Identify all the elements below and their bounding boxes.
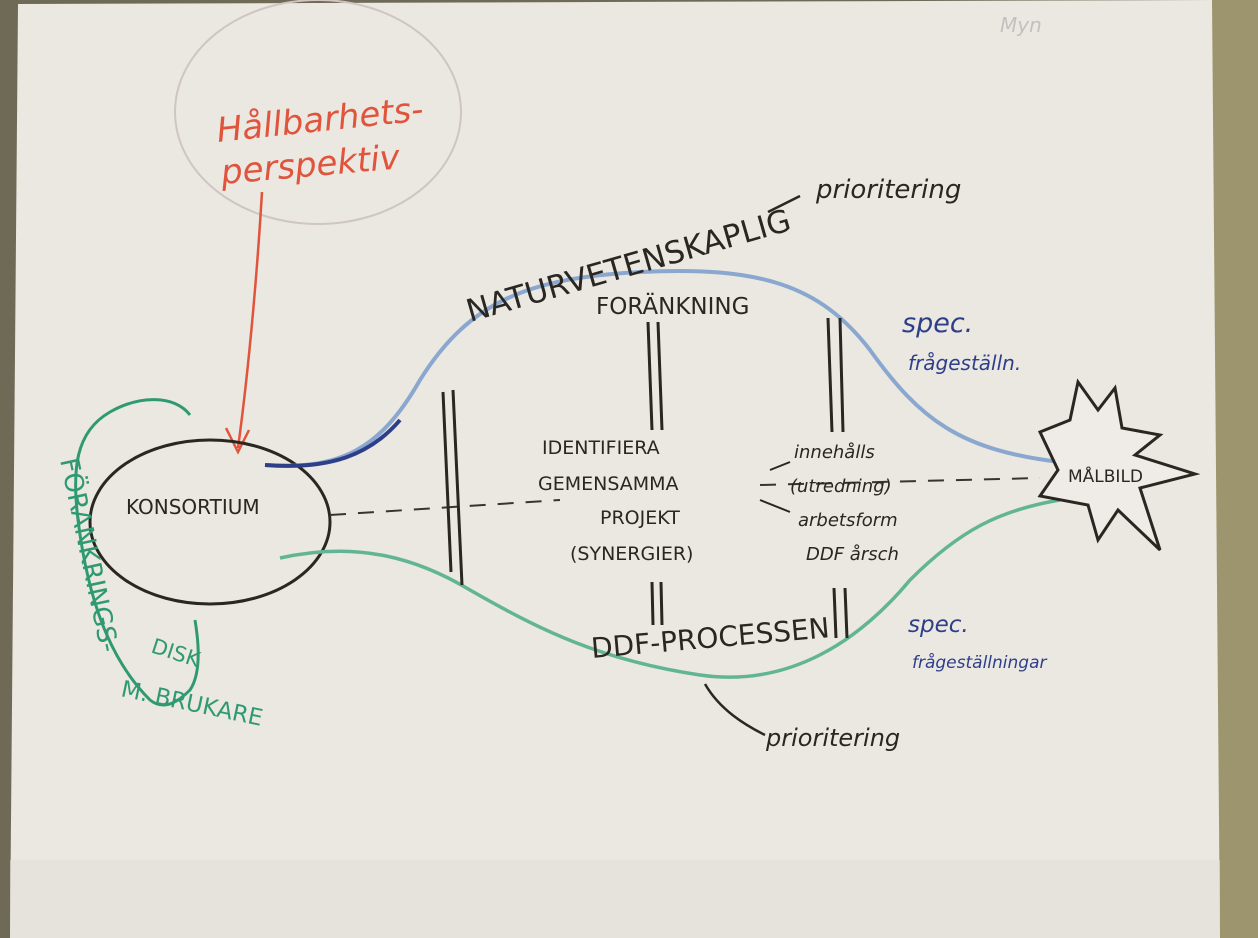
connector-innehall <box>769 461 791 471</box>
identifiera-line2: GEMENSAMMA <box>538 473 679 495</box>
upper-funnel-curve-dark <box>264 418 402 468</box>
connector-prioritering-bottom <box>703 683 766 737</box>
spec-bottom-line1: spec. <box>908 612 969 638</box>
spec-top-line2: frågeställn. <box>908 351 1021 375</box>
paper-shadow <box>10 860 1220 938</box>
prioritering-top: prioritering <box>815 175 961 205</box>
red-arrow-line <box>236 191 264 449</box>
connector-arbetsform <box>759 499 791 513</box>
malbild-label: MÅLBILD <box>1068 465 1143 487</box>
innehall-line2: (utredning) <box>790 476 892 497</box>
dashed-axis <box>329 477 1041 516</box>
vertical-bars <box>441 317 849 639</box>
faint-circle <box>174 0 462 225</box>
spec-bottom-line2: frågeställningar <box>912 652 1048 673</box>
upper-funnel-curve <box>264 268 1061 468</box>
malbild-star <box>1037 378 1201 552</box>
spec-bottom-label: spec. frågeställningar <box>908 612 1048 673</box>
corner-note: Myn <box>1000 13 1042 37</box>
lower-funnel-curve <box>279 498 1061 679</box>
innehall-line1: innehålls <box>794 442 875 463</box>
red-arrow-head <box>224 427 251 455</box>
spec-top-line1: spec. <box>902 308 973 339</box>
identifiera-line3: PROJEKT <box>600 507 680 529</box>
spec-top-label: spec. frågeställn. <box>902 308 1021 375</box>
identifiera-line4: (SYNERGIER) <box>570 543 693 565</box>
connector-prioritering-top <box>767 194 801 214</box>
innehall-label: innehålls (utredning) arbetsform DDF års… <box>790 442 899 565</box>
identifiera-line1: IDENTIFIERA <box>542 437 660 459</box>
flipchart-paper <box>10 0 1220 938</box>
konsortium-oval <box>88 438 332 606</box>
forankning-label: FORÄNKNING <box>596 292 749 320</box>
innehall-line4: DDF årsch <box>806 544 899 565</box>
konsortium-label: KONSORTIUM <box>126 495 260 519</box>
prioritering-bottom: prioritering <box>765 724 900 752</box>
green-dialog-loop <box>74 398 200 707</box>
innehall-line3: arbetsform <box>798 510 898 531</box>
identifiera-label: IDENTIFIERA GEMENSAMMA PROJEKT (SYNERGIE… <box>538 437 693 565</box>
